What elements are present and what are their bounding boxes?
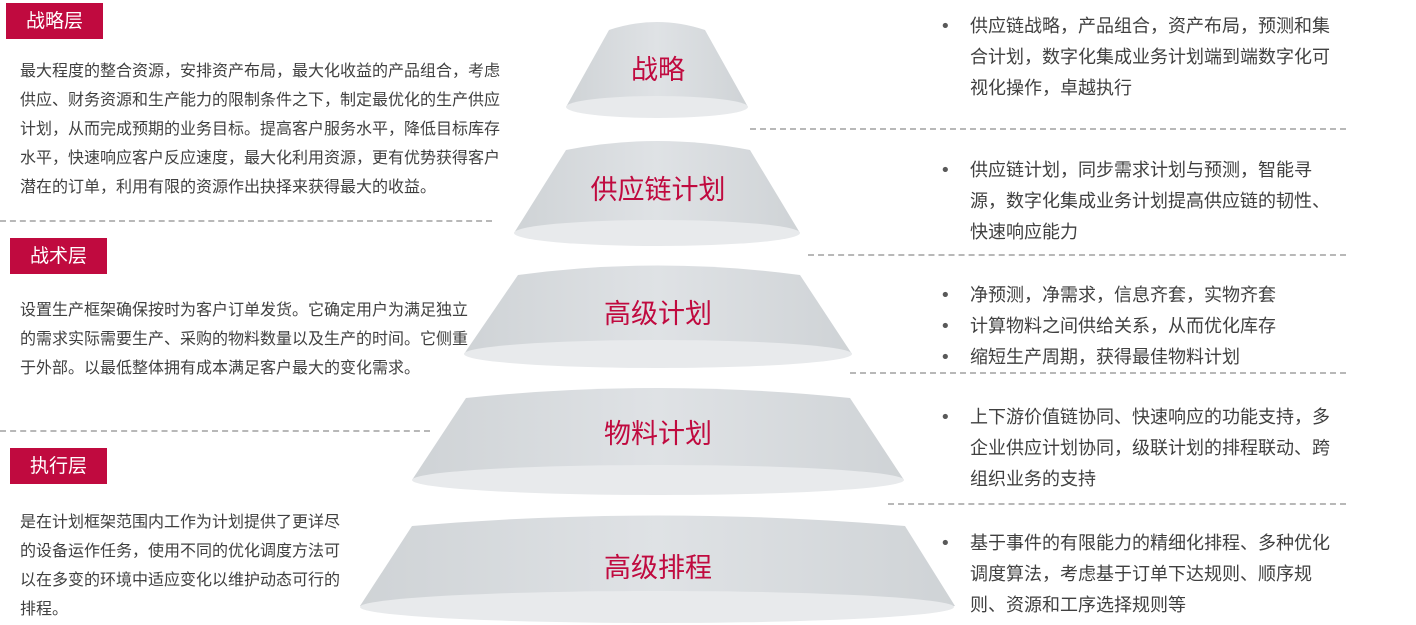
left-divider-2 (0, 430, 430, 432)
tier-supply-chain-plan-shape (514, 141, 800, 246)
bullet-item: 计算物料之间供给关系，从而优化库存 (938, 311, 1348, 342)
tier-label-advanced-scheduling: 高级排程 (604, 553, 712, 584)
layer-tag-strategic: 战略层 (6, 3, 104, 39)
right-divider-2 (808, 254, 1346, 256)
tier-advanced-planning-shape (464, 265, 852, 368)
bullet-item: 上下游价值链协同、快速响应的功能支持，多企业供应计划协同，级联计划的排程联动、跨… (938, 402, 1338, 495)
bullet-item: 基于事件的有限能力的精细化排程、多种优化调度算法，考虑基于订单下达规则、顺序规则… (938, 528, 1338, 621)
right-divider-4 (888, 503, 1346, 505)
tier-bullets-supply-chain-plan: 供应链计划，同步需求计划与预测，智能寻源，数字化集成业务计划提高供应链的韧性、快… (938, 155, 1338, 248)
bullet-item: 供应链计划，同步需求计划与预测，智能寻源，数字化集成业务计划提高供应链的韧性、快… (938, 155, 1338, 248)
tier-bullets-advanced-scheduling: 基于事件的有限能力的精细化排程、多种优化调度算法，考虑基于订单下达规则、顺序规则… (938, 528, 1338, 621)
tactical-layer-description: 设置生产框架确保按时为客户订单发货。它确定用户为满足独立的需求实际需要生产、采购… (20, 300, 469, 377)
right-divider-1 (750, 128, 1346, 130)
tier-strategy-shape (566, 22, 748, 118)
right-divider-3 (850, 372, 1346, 374)
bullet-item: 供应链战略，产品组合，资产布局，预测和集合计划，数字化集成业务计划端到端数字化可… (938, 11, 1338, 104)
bullet-item: 缩短生产周期，获得最佳物料计划 (938, 342, 1348, 373)
tier-advanced-scheduling-shape (360, 515, 955, 623)
tier-label-advanced-planning: 高级计划 (604, 299, 712, 330)
bullet-item: 净预测，净需求，信息齐套，实物齐套 (938, 280, 1348, 311)
layer-tag-execution: 执行层 (10, 448, 108, 484)
strategic-layer-description: 最大程度的整合资源，安排资产布局，最大化收益的产品组合，考虑供应、财务资源和生产… (20, 61, 501, 196)
tier-bullets-material-planning: 上下游价值链协同、快速响应的功能支持，多企业供应计划协同，级联计划的排程联动、跨… (938, 402, 1338, 495)
execution-layer-description: 是在计划框架范围内工作为计划提供了更详尽的设备运作任务，使用不同的优化调度方法可… (20, 512, 341, 618)
layer-tag-tactical: 战术层 (10, 238, 108, 274)
tier-label-strategy: 战略 (631, 55, 685, 86)
left-divider-1 (0, 220, 492, 222)
tier-label-supply-chain-plan: 供应链计划 (590, 175, 726, 206)
tier-bullets-advanced-planning: 净预测，净需求，信息齐套，实物齐套 计算物料之间供给关系，从而优化库存 缩短生产… (938, 280, 1348, 373)
tier-label-material-planning: 物料计划 (604, 419, 712, 450)
tier-material-planning-shape (412, 388, 904, 495)
tier-bullets-strategy: 供应链战略，产品组合，资产布局，预测和集合计划，数字化集成业务计划端到端数字化可… (938, 11, 1338, 104)
